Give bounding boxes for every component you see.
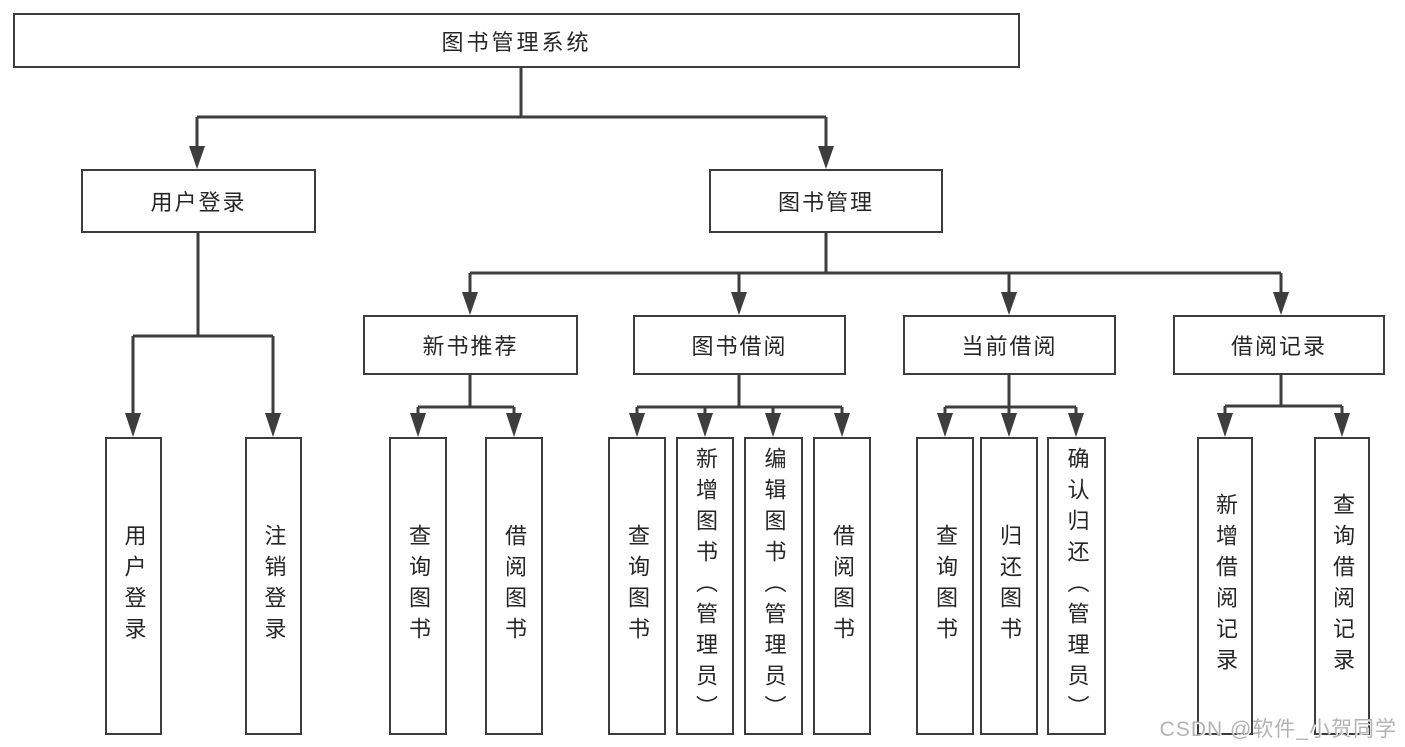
arrowhead-cb-confirm [1068,413,1084,437]
leaf-current-confirm-return-admin: 确认归还（管理员） [1047,437,1106,735]
node-current-borrow: 当前借阅 [903,315,1116,375]
node-root-system: 图书管理系统 [13,13,1020,68]
leaf-user-login: 用户登录 [105,437,162,735]
leaf-records-query-record: 查询借阅记录 [1314,437,1370,735]
arrowhead-br-query [1334,413,1350,437]
node-book-borrow: 图书借阅 [633,315,846,375]
arrowhead-cb-return [1001,413,1017,437]
csdn-watermark: CSDN @软件_小贺同学 [1159,718,1397,741]
arrowhead-logout-leaf [265,413,281,437]
leaf-current-query-books: 查询图书 [916,437,974,735]
leaf-borrow-query-books: 查询图书 [608,437,666,735]
node-book-management: 图书管理 [709,169,943,233]
leaf-borrow-edit-books-admin: 编辑图书（管理员） [744,437,803,735]
arrowheads [125,146,1350,437]
arrowhead-nb-query [410,413,426,437]
leaf-newbooks-borrow-books: 借阅图书 [485,437,543,735]
arrowhead-borrow-records [1273,292,1289,315]
leaf-records-add-record: 新增借阅记录 [1197,437,1253,735]
arrowhead-new-books [462,292,478,315]
node-new-book-recommend: 新书推荐 [363,315,578,375]
leaf-current-return-books: 归还图书 [980,437,1038,735]
arrowhead-current-borrow [1001,292,1017,315]
arrowhead-bb-add [697,413,713,437]
leaf-borrow-add-books-admin: 新增图书（管理员） [676,437,734,735]
arrowhead-cb-query [937,413,953,437]
leaf-newbooks-query-books: 查询图书 [389,437,447,735]
arrowhead-login-leaf [125,413,141,437]
arrowhead-book-mgmt [818,146,834,169]
arrowhead-br-add [1217,413,1233,437]
arrowhead-bb-query [629,413,645,437]
arrowhead-book-borrow [731,292,747,315]
arrowhead-bb-edit [765,413,781,437]
arrowhead-bb-borrow [834,413,850,437]
arrowhead-user-login [189,146,205,169]
arrowhead-nb-borrow [506,413,522,437]
leaf-logout: 注销登录 [245,437,302,735]
node-user-login: 用户登录 [81,169,316,233]
node-borrow-records: 借阅记录 [1173,315,1385,375]
leaf-borrow-borrow-books: 借阅图书 [813,437,871,735]
